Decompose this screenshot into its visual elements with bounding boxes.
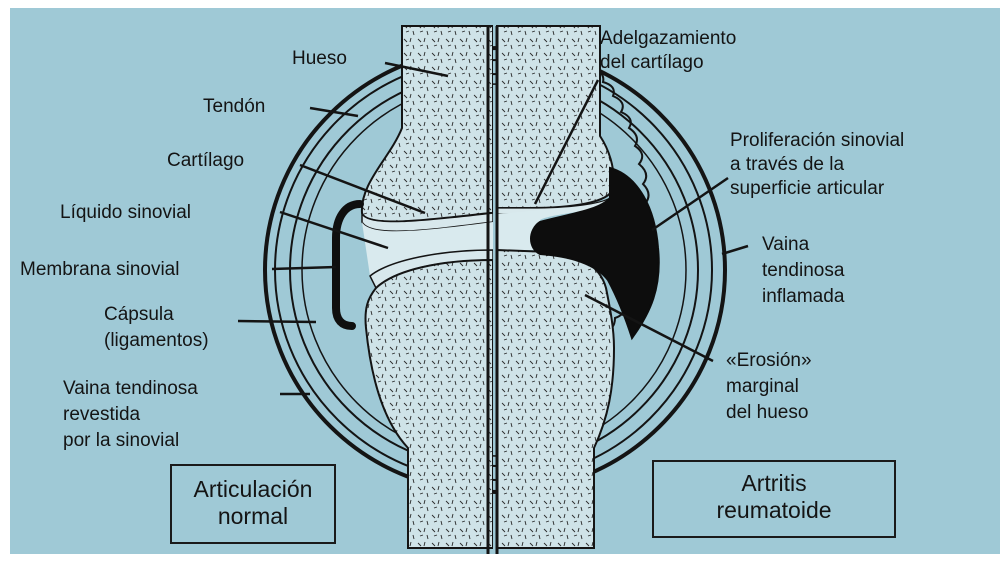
label-vaina-inflamada-line3: inflamada <box>762 286 844 308</box>
label-vaina-line1: Vaina tendinosa <box>63 378 198 400</box>
label-vaina-inflamada-line1: Vaina <box>762 234 809 256</box>
normal-synovial-membrane <box>336 204 360 326</box>
caption-artritis-line1: Artritis <box>654 470 894 497</box>
leader-membrana <box>272 267 336 269</box>
label-cartilago: Cartílago <box>167 150 244 172</box>
label-vaina-line2: revestida <box>63 404 140 426</box>
ra-lower-bone <box>497 250 614 548</box>
caption-box-normal: Articulación normal <box>170 464 336 544</box>
label-erosion-line3: del hueso <box>726 402 808 424</box>
label-adelgazamiento-line1: Adelgazamiento <box>600 28 736 50</box>
label-membrana-sinovial: Membrana sinovial <box>20 259 179 281</box>
label-vaina-line3: por la sinovial <box>63 430 179 452</box>
caption-normal-line2: normal <box>172 503 334 530</box>
ra-upper-bone <box>497 26 614 208</box>
label-capsula: Cápsula <box>104 304 174 326</box>
label-liquido-sinovial: Líquido sinovial <box>60 202 191 224</box>
label-proliferacion-line2: a través de la <box>730 154 844 176</box>
label-hueso: Hueso <box>292 48 347 70</box>
diagram-photo: Hueso Tendón Cartílago Líquido sinovial … <box>10 8 1000 554</box>
caption-artritis-line2: reumatoide <box>654 497 894 524</box>
label-ligamentos: (ligamentos) <box>104 330 209 352</box>
label-proliferacion-line1: Proliferación sinovial <box>730 130 904 152</box>
label-erosion-line2: marginal <box>726 376 799 398</box>
caption-normal-line1: Articulación <box>172 476 334 503</box>
label-proliferacion-line3: superficie articular <box>730 178 884 200</box>
normal-lower-bone <box>365 260 493 548</box>
label-erosion-line1: «Erosión» <box>726 350 812 372</box>
normal-upper-bone <box>362 26 493 222</box>
caption-box-artritis: Artritis reumatoide <box>652 460 896 538</box>
leader-capsula <box>238 321 316 322</box>
label-vaina-inflamada-line2: tendinosa <box>762 260 844 282</box>
label-adelgazamiento-line2: del cartílago <box>600 52 704 74</box>
label-tendon: Tendón <box>203 96 265 118</box>
